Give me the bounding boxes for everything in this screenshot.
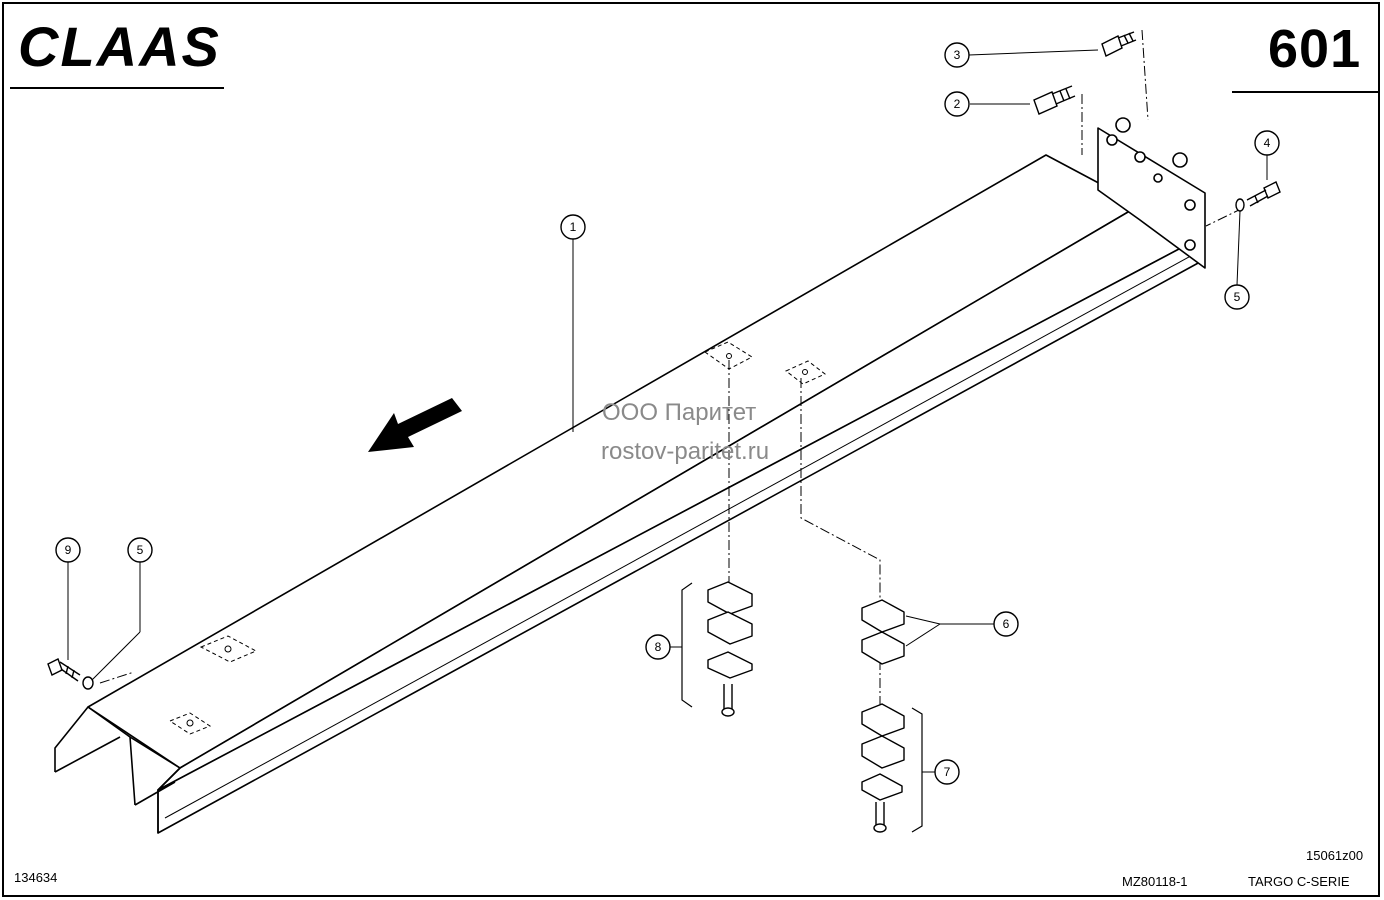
direction-arrow <box>368 398 462 452</box>
callout-1: 1 <box>560 214 586 240</box>
hole-markers <box>168 341 826 735</box>
callout-7: 7 <box>934 759 960 785</box>
end-plate <box>1097 117 1206 269</box>
assembly-lines <box>99 29 1244 708</box>
callout-5-left-label: 5 <box>137 543 144 557</box>
claas-logo: CLAAS <box>10 15 224 89</box>
callout-5-right-label: 5 <box>1234 290 1241 304</box>
series-name: TARGO C-SERIE <box>1248 874 1350 889</box>
washer-5-right <box>1235 198 1245 212</box>
callout-2: 2 <box>944 91 970 117</box>
callout-3: 3 <box>944 42 970 68</box>
callout-8-label: 8 <box>655 640 662 654</box>
callout-2-label: 2 <box>954 97 961 111</box>
stud-bolt-3 <box>1101 31 1137 57</box>
stud-bolt-2 <box>1033 85 1076 115</box>
callout-8: 8 <box>645 634 671 660</box>
image-id: 15061z00 <box>1306 848 1364 863</box>
callout-4: 4 <box>1254 130 1280 156</box>
washer-5-left <box>82 676 94 690</box>
svg-text:CLAAS: CLAAS <box>18 15 221 78</box>
clamp-set-7 <box>861 703 905 833</box>
bracket-8 <box>681 582 693 708</box>
callout-4-label: 4 <box>1264 136 1271 150</box>
clamps-6 <box>861 599 905 665</box>
clamp-set-8 <box>707 581 753 717</box>
drawing-number: MZ80118-1 <box>1122 874 1188 889</box>
main-channel <box>54 154 1201 834</box>
callout-6: 6 <box>993 611 1019 637</box>
bolt-9 <box>47 658 81 682</box>
leader-lines <box>67 49 1268 773</box>
callout-5-right: 5 <box>1224 284 1250 310</box>
watermark-company: ООО Паритет <box>602 399 757 426</box>
watermark-url: rostov-paritet.ru <box>601 438 770 465</box>
reference-number: 134634 <box>14 870 58 885</box>
callout-3-label: 3 <box>954 48 961 62</box>
hole-dots <box>186 353 808 727</box>
callout-6-label: 6 <box>1003 617 1010 631</box>
bracket-7 <box>911 707 923 833</box>
bolt-4 <box>1246 181 1281 207</box>
callout-1-label: 1 <box>570 220 577 234</box>
callout-9: 9 <box>55 537 81 563</box>
callout-5-left: 5 <box>127 537 153 563</box>
page-number: 601 <box>1268 19 1362 79</box>
callout-9-label: 9 <box>65 543 72 557</box>
callout-7-label: 7 <box>944 765 951 779</box>
